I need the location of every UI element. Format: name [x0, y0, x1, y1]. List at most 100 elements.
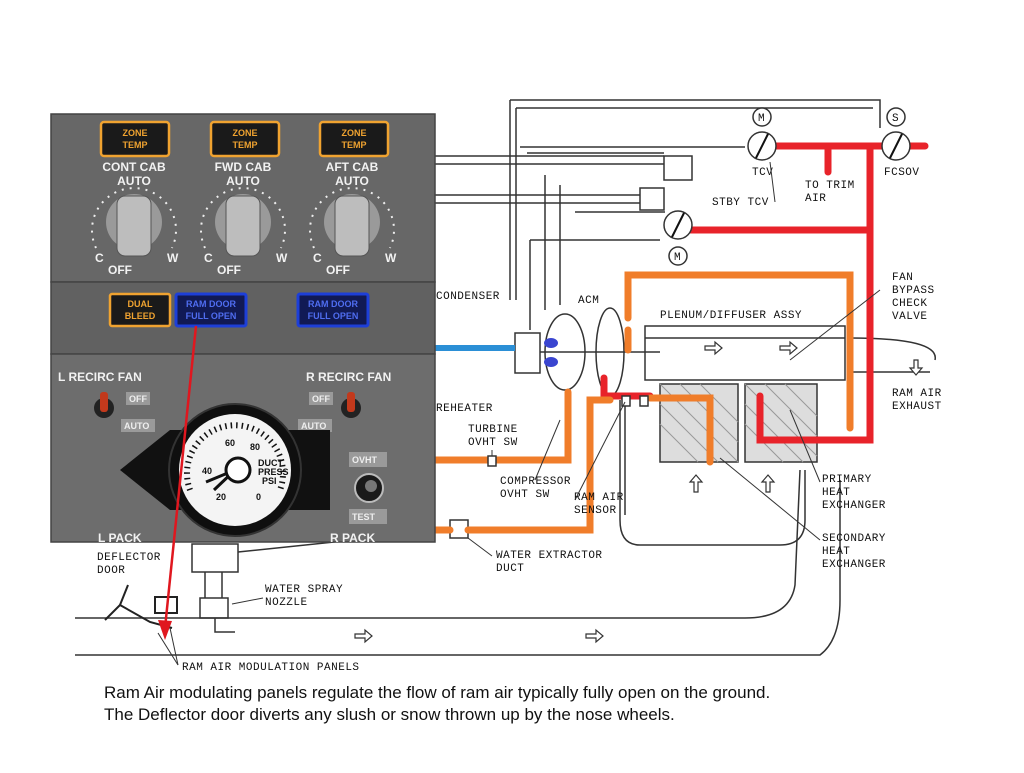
l-pack-label: L PACK	[98, 531, 142, 545]
compressor-ovht-label-2: OVHT SW	[500, 489, 550, 501]
ducting	[75, 99, 936, 656]
ovht-test-button[interactable]	[354, 473, 384, 503]
deflector-door-label-2: DEFLECTOR	[97, 552, 161, 564]
ram-air-mod-panels-label: RAM AIR MODULATION PANELS	[182, 662, 360, 674]
r-fan-off: OFF	[312, 394, 330, 404]
fan-bypass-label-1: FAN	[892, 272, 913, 284]
water-extractor-label-2: DUCT	[496, 563, 524, 575]
r-ram-door-l1: RAM DOOR	[308, 299, 358, 309]
l-fan-auto: AUTO	[124, 421, 149, 431]
turbine-ovht-label-2: OVHT SW	[468, 437, 518, 449]
fcsov-label: FCSOV	[884, 167, 920, 179]
condenser-label: CONDENSER	[436, 291, 500, 303]
fwd-cab-selector[interactable]: FWD CAB AUTO C W OFF	[200, 160, 288, 277]
cont-cab-w: W	[167, 251, 179, 265]
l-recirc-fan-toggle[interactable]	[94, 392, 114, 418]
ram-air-sensor-label-2: SENSOR	[574, 505, 617, 517]
l-recirc-fan-label: L RECIRC FAN	[58, 370, 142, 384]
primary-hx-label-1: PRIMARY	[822, 474, 872, 486]
aft-cab-selector[interactable]: AFT CAB AUTO C W OFF	[309, 160, 397, 277]
l-ram-door-l1: RAM DOOR	[186, 299, 236, 309]
caption-line-2: The Deflector door diverts any slush or …	[104, 705, 675, 724]
plenum-label: PLENUM/DIFFUSER ASSY	[660, 310, 802, 322]
aft-cab-w: W	[385, 251, 397, 265]
recirc-fan-switches: L RECIRC FAN R RECIRC FAN OFF AUTO OFF A…	[58, 370, 391, 432]
l-ram-door-l2: FULL OPEN	[186, 311, 237, 321]
gauge-tick-80: 80	[250, 442, 260, 452]
duct-pressure-gauge: 60 80 40 20 0 DUCT PRESS PSI	[120, 403, 330, 537]
red-pointer-arrow	[158, 325, 198, 640]
hot-ducts	[600, 142, 929, 444]
ram-air-exhaust-label-2: EXHAUST	[892, 401, 942, 413]
gauge-tick-60: 60	[225, 438, 235, 448]
l-fan-off: OFF	[129, 394, 147, 404]
schematic-labels: TCV FCSOV TO TRIM AIR STBY TCV FAN BYPAS…	[97, 167, 942, 674]
tcv-label: TCV	[752, 167, 773, 179]
gauge-tick-40: 40	[202, 466, 212, 476]
zone-temp-light-1-l1: ZONE	[122, 128, 147, 138]
cont-cab-label: CONT CAB	[102, 160, 166, 174]
primary-hx-label-2: HEAT	[822, 487, 850, 499]
cont-cab-selector[interactable]: CONT CAB AUTO C W OFF	[91, 160, 179, 277]
ram-air-sensor-label-1: RAM AIR	[574, 492, 624, 504]
fwd-cab-auto: AUTO	[226, 174, 260, 188]
tcv-m-label: M	[758, 113, 765, 125]
r-pack-label: R PACK	[330, 531, 375, 545]
to-trim-air-label-2: AIR	[805, 193, 826, 205]
fan-bypass-label-3: CHECK	[892, 298, 928, 310]
gauge-tick-20: 20	[216, 492, 226, 502]
mid-annunciators: DUAL BLEED RAM DOOR FULL OPEN RAM DOOR F…	[108, 292, 370, 328]
turbine-ovht-label-1: TURBINE	[468, 424, 518, 436]
ram-air-exhaust-label-1: RAM AIR	[892, 388, 942, 400]
caption: Ram Air modulating panels regulate the f…	[104, 682, 984, 726]
dual-bleed-l1: DUAL	[128, 299, 153, 309]
fwd-cab-off: OFF	[217, 263, 241, 277]
aft-cab-c: C	[313, 251, 322, 265]
secondary-hx-label-3: EXCHANGER	[822, 559, 886, 571]
test-label: TEST	[352, 512, 376, 522]
stby-tcv-m-label: M	[674, 252, 681, 264]
zone-temp-light-1-l2: TEMP	[122, 140, 147, 150]
fwd-cab-c: C	[204, 251, 213, 265]
caption-line-1: Ram Air modulating panels regulate the f…	[104, 683, 771, 702]
water-extractor-label-1: WATER EXTRACTOR	[496, 550, 603, 562]
zone-temp-light-2-l2: TEMP	[232, 140, 257, 150]
fwd-cab-w: W	[276, 251, 288, 265]
temp-selectors: CONT CAB AUTO C W OFF FWD CAB AUTO C W O…	[91, 160, 397, 277]
r-ram-door-l2: FULL OPEN	[308, 311, 359, 321]
gauge-label-3: PSI	[262, 476, 277, 486]
r-recirc-fan-toggle[interactable]	[341, 392, 361, 418]
to-trim-air-label-1: TO TRIM	[805, 180, 855, 192]
compressor-ovht-label-1: COMPRESSOR	[500, 476, 571, 488]
zone-temp-light-3-l1: ZONE	[341, 128, 366, 138]
secondary-hx-label-1: SECONDARY	[822, 533, 886, 545]
water-spray-label-2: NOZZLE	[265, 597, 308, 609]
fan-bypass-label-4: VALVE	[892, 311, 928, 323]
secondary-hx-label-2: HEAT	[822, 546, 850, 558]
aft-cab-label: AFT CAB	[326, 160, 379, 174]
acm-label: ACM	[578, 295, 599, 307]
aft-cab-off: OFF	[326, 263, 350, 277]
aft-cab-auto: AUTO	[335, 174, 369, 188]
gauge-label-2: PRESS	[258, 467, 289, 477]
ovht-test: OVHT TEST R PACK L PACK	[98, 452, 387, 545]
fcsov-s-label: S	[892, 113, 899, 125]
r-recirc-fan-label: R RECIRC FAN	[306, 370, 391, 384]
cont-cab-c: C	[95, 251, 104, 265]
leader-lines	[157, 161, 881, 666]
gauge-label-1: DUCT	[258, 458, 283, 468]
dual-bleed-l2: BLEED	[125, 311, 156, 321]
ovht-label: OVHT	[352, 455, 378, 465]
deflector-door-label-3: DOOR	[97, 565, 125, 577]
stby-tcv-label: STBY TCV	[712, 197, 769, 209]
fan-bypass-label-2: BYPASS	[892, 285, 935, 297]
primary-hx-label-3: EXCHANGER	[822, 500, 886, 512]
cont-cab-off: OFF	[108, 263, 132, 277]
flow-arrows	[354, 340, 924, 644]
zone-temp-lights: ZONE TEMP ZONE TEMP ZONE TEMP	[99, 120, 390, 158]
valve-lines	[671, 133, 903, 238]
warm-ducts	[431, 271, 854, 534]
gauge-tick-0: 0	[256, 492, 261, 502]
water-spray-label-1: WATER SPRAY	[265, 584, 343, 596]
